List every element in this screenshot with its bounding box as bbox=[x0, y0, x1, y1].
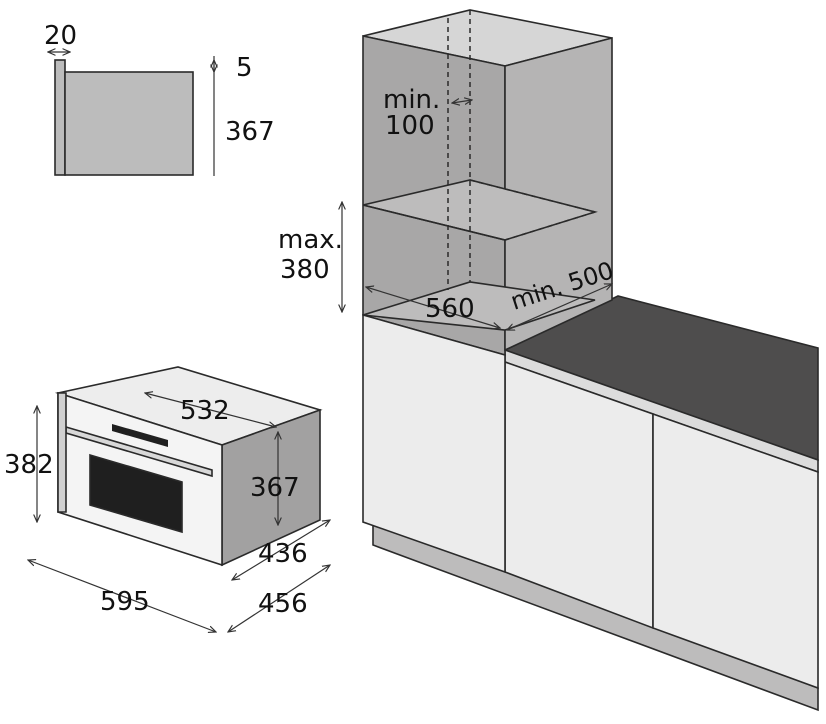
niche-width-label: 560 bbox=[425, 294, 475, 324]
hidden-shelf-side bbox=[504, 211, 596, 241]
oven-frame-lip bbox=[57, 392, 67, 513]
top-clearance-label-1: min. bbox=[383, 85, 440, 115]
trim-body bbox=[64, 71, 194, 176]
oven-width-label: 595 bbox=[100, 587, 150, 617]
oven-depth-label: 436 bbox=[258, 539, 308, 569]
oven-height-label: 382 bbox=[4, 450, 54, 480]
hidden-shelf-back bbox=[469, 179, 596, 213]
base-cabinet-front-right bbox=[652, 412, 819, 690]
oven-inner-width-dimension bbox=[145, 393, 276, 427]
niche-height-label-2: 380 bbox=[280, 255, 330, 285]
tall-cabinet: min. 100 max. 380 560 min. 500 bbox=[278, 9, 617, 574]
base-cabinets bbox=[372, 295, 819, 712]
oven-total-depth-label: 456 bbox=[258, 589, 308, 619]
oven-unit: 532 382 367 436 456 595 bbox=[4, 366, 330, 632]
top-clearance-dimension bbox=[452, 100, 472, 103]
oven-total-depth-dimension bbox=[228, 565, 330, 632]
niche-width-dimension bbox=[366, 287, 500, 328]
tall-cabinet-lower-door bbox=[362, 313, 506, 574]
oven-inner-height-label: 367 bbox=[250, 473, 300, 503]
trim-width-label: 20 bbox=[44, 21, 77, 51]
niche-depth-dimension bbox=[507, 284, 612, 330]
oven-window bbox=[89, 453, 183, 534]
trim-profile: 20 5 367 bbox=[44, 21, 275, 176]
oven-width-dimension bbox=[28, 560, 216, 632]
trim-gap-label: 5 bbox=[236, 53, 253, 83]
oven-inner-width-label: 532 bbox=[180, 396, 230, 426]
top-clearance-label-2: 100 bbox=[385, 111, 435, 141]
oven-display bbox=[112, 424, 168, 447]
niche-height-label-1: max. bbox=[278, 225, 343, 255]
trim-lip bbox=[54, 59, 66, 176]
shelf-front-edge bbox=[362, 204, 506, 241]
trim-height-label: 367 bbox=[225, 117, 275, 147]
